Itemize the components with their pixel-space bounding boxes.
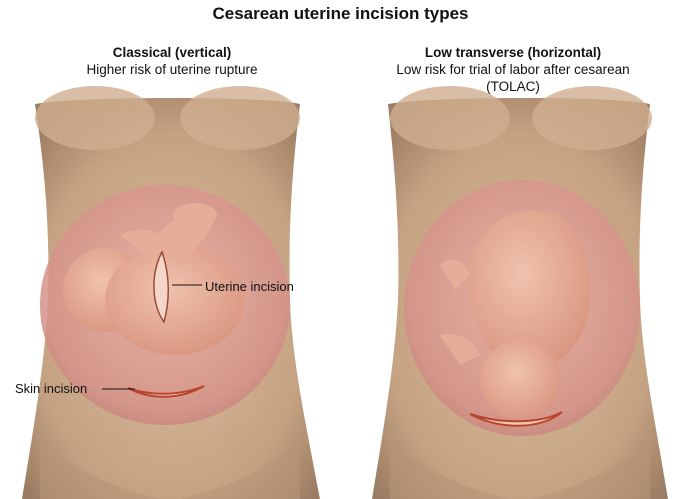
classical-heading: Classical (vertical) xyxy=(112,45,232,60)
left-breast-right xyxy=(180,86,300,150)
right-torso xyxy=(372,86,668,499)
classical-panel-header: Classical (vertical) Higher risk of uter… xyxy=(22,44,322,78)
right-skin-incision xyxy=(469,411,563,427)
right-breast-right xyxy=(532,86,652,150)
skin-incision-label: Skin incision xyxy=(15,381,88,396)
transverse-subtitle-line2: (TOLAC) xyxy=(486,79,540,94)
right-breast-left xyxy=(390,86,510,150)
left-skin-incision xyxy=(127,385,205,398)
transverse-heading: Low transverse (horizontal) xyxy=(424,45,602,60)
figure-title: Cesarean uterine incision types xyxy=(212,4,469,23)
right-fetus xyxy=(440,210,591,420)
uterine-incision-label: Uterine incision xyxy=(205,279,294,294)
transverse-panel-header: Low transverse (horizontal) Low risk for… xyxy=(358,44,668,95)
transverse-subtitle-line1: Low risk for trial of labor after cesare… xyxy=(396,62,630,77)
left-torso xyxy=(22,86,320,499)
left-uterine-incision xyxy=(153,250,170,324)
left-fetus xyxy=(63,203,245,355)
classical-subtitle: Higher risk of uterine rupture xyxy=(86,62,258,77)
left-breast-left xyxy=(35,86,155,150)
